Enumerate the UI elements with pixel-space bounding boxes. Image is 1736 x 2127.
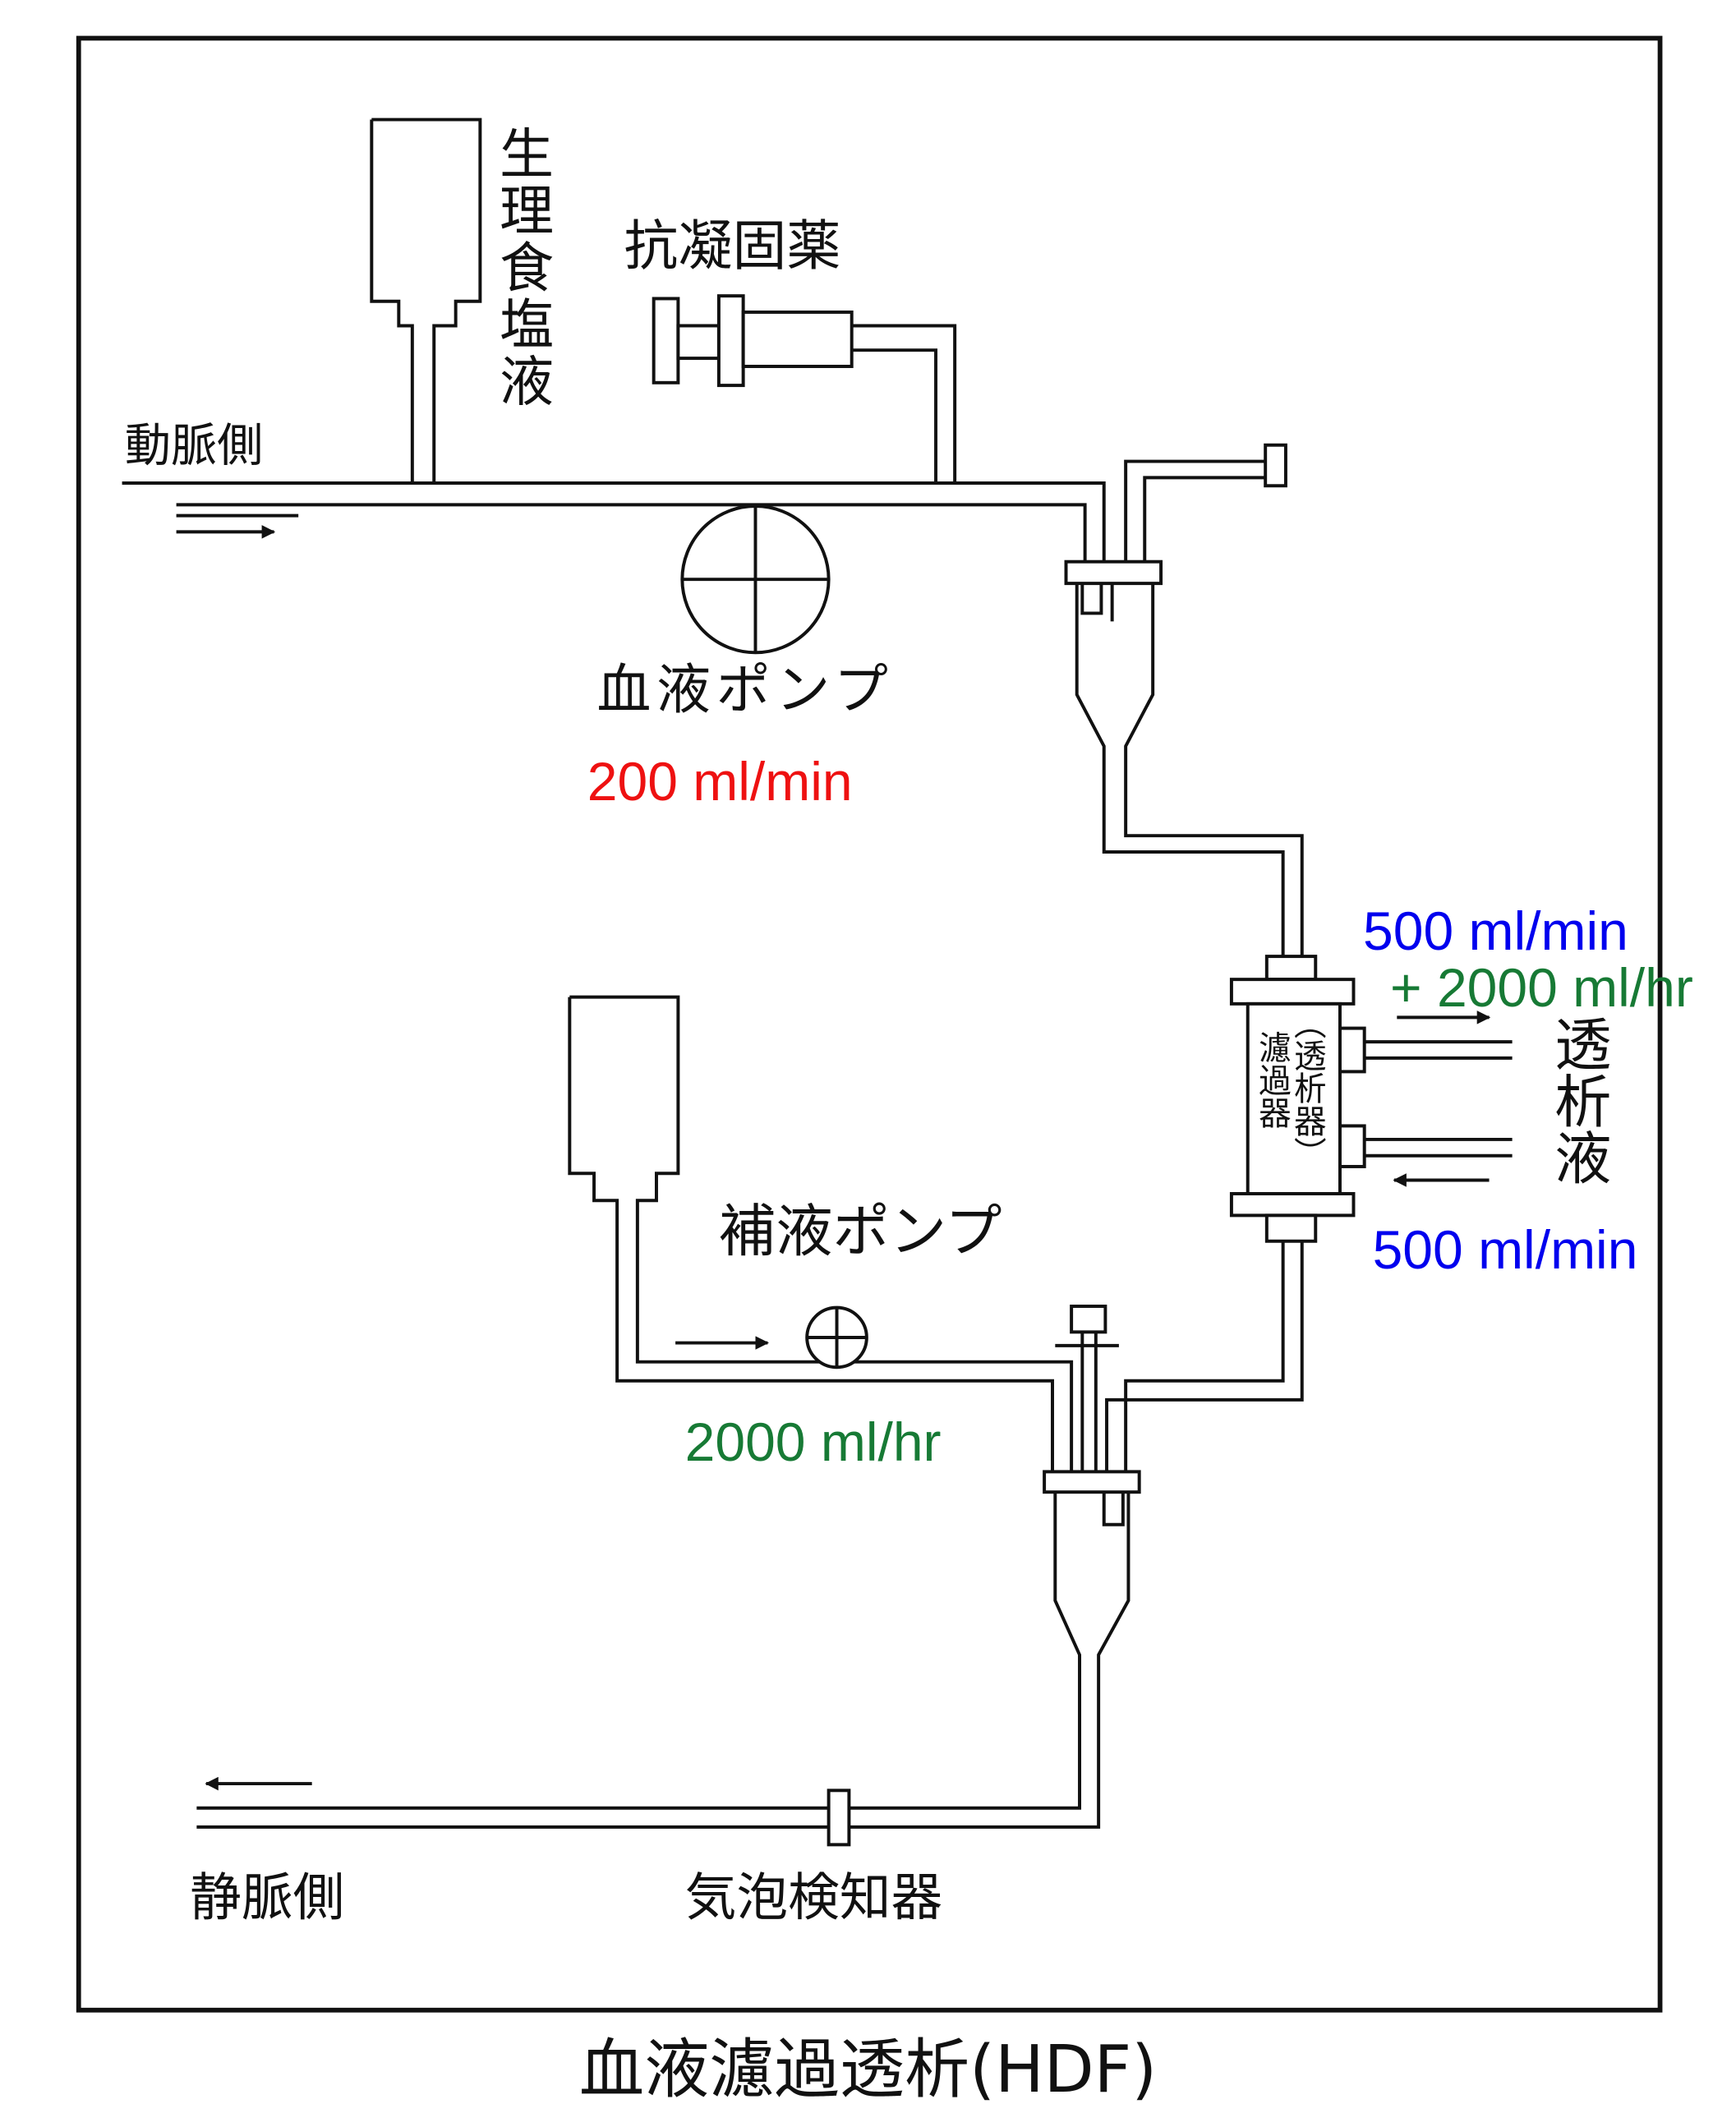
syringe-icon [652, 294, 957, 483]
diagram-title: 血液濾過透析(HDF) [579, 2031, 1157, 2107]
blood-pump-icon [680, 504, 831, 655]
arterial-flow-arrow [176, 513, 299, 539]
venous-return-line [1105, 1241, 1304, 1472]
saline-label: 生理食塩液 [490, 125, 554, 410]
arterial-side-label: 動脈側 [125, 420, 263, 473]
saline-bag [370, 117, 482, 483]
arterial-drip-chamber [1064, 443, 1304, 957]
air-detector-label: 気泡検知器 [685, 1867, 943, 1927]
replacement-pump-icon [805, 1305, 868, 1370]
venous-drip-chamber [196, 1305, 1141, 1829]
dialysate-label: 透析液 [1545, 1015, 1610, 1186]
venous-side-label: 静脈側 [190, 1867, 344, 1927]
air-detector-icon [827, 1789, 851, 1847]
dialysate-in-rate: 500 ml/min [1373, 1219, 1638, 1280]
replacement-bag [568, 995, 1074, 1472]
dialyzer-label-filter: 濾過器 [1253, 1031, 1291, 1129]
dialysate-out-rate: 500 ml/min [1363, 900, 1628, 961]
replacement-pump-label: 補液ポンプ [719, 1199, 1002, 1264]
dialyzer-label-dialyzer: （透析器） [1288, 1006, 1326, 1169]
dialyzer [1229, 955, 1513, 1243]
anticoagulant-label: 抗凝固薬 [624, 214, 840, 278]
replacement-flow-rate: 2000 ml/hr [685, 1411, 942, 1472]
diagram-border [76, 35, 1663, 2013]
blood-pump-label: 血液ポンプ [596, 658, 893, 721]
dialysate-out-extra-rate: + 2000 ml/hr [1390, 957, 1693, 1018]
blood-flow-rate: 200 ml/min [587, 751, 853, 812]
arterial-line [122, 481, 1106, 562]
